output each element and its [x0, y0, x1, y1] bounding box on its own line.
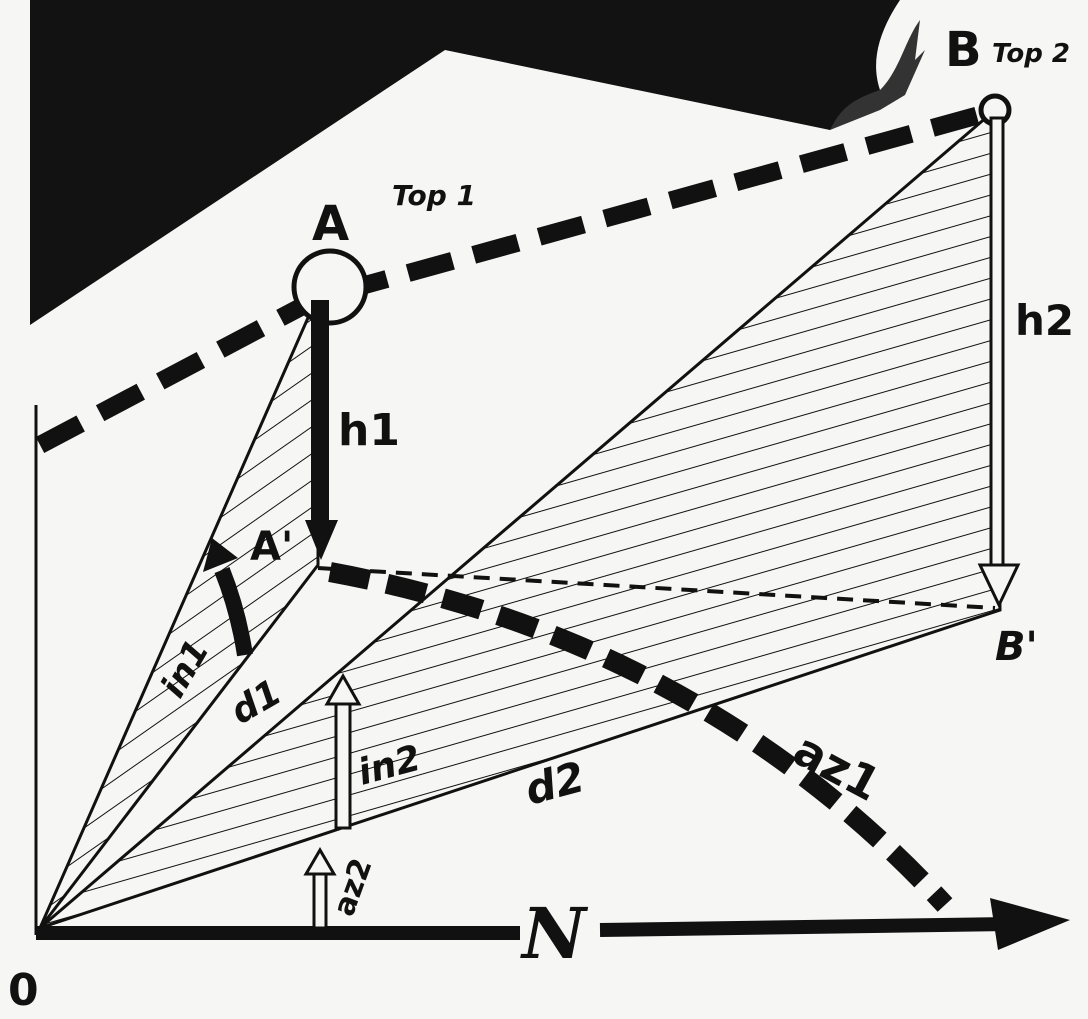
h2-arrow-head-icon: [977, 563, 1021, 609]
az2-arrow-head-icon: [303, 847, 337, 876]
top1-label: Top 1: [392, 179, 476, 212]
az2-label: az2: [327, 854, 380, 921]
north-label: N: [520, 892, 589, 975]
mountain-peak-texture: [830, 20, 925, 130]
point-a-prime-label: A': [250, 524, 293, 570]
h1-arrow-head-icon: [305, 520, 338, 560]
h2-arrow-shaft: [989, 116, 1005, 570]
projection-line-dashed: [317, 566, 996, 610]
top1-circle: [291, 248, 369, 326]
in2-arrow-head-icon: [324, 672, 362, 706]
h1-label: h1: [338, 405, 400, 456]
top2-label: Top 2: [992, 39, 1070, 69]
north-axis-right: [599, 917, 1011, 937]
in1-arrow-head-icon: [203, 538, 238, 572]
origin-label: 0: [8, 965, 39, 1016]
in1-arrow: [214, 567, 253, 657]
az2-arrow-shaft: [312, 868, 328, 930]
north-arrow-head-icon: [990, 898, 1070, 950]
in2-arrow-shaft: [334, 698, 352, 830]
point-b-label: B: [945, 22, 982, 78]
point-a-label: A: [312, 196, 349, 252]
mountain-silhouette: [30, 0, 900, 325]
azimuth1-arc: [328, 562, 953, 912]
point-b-prime-label: B': [995, 624, 1038, 670]
h2-label: h2: [1015, 296, 1074, 345]
